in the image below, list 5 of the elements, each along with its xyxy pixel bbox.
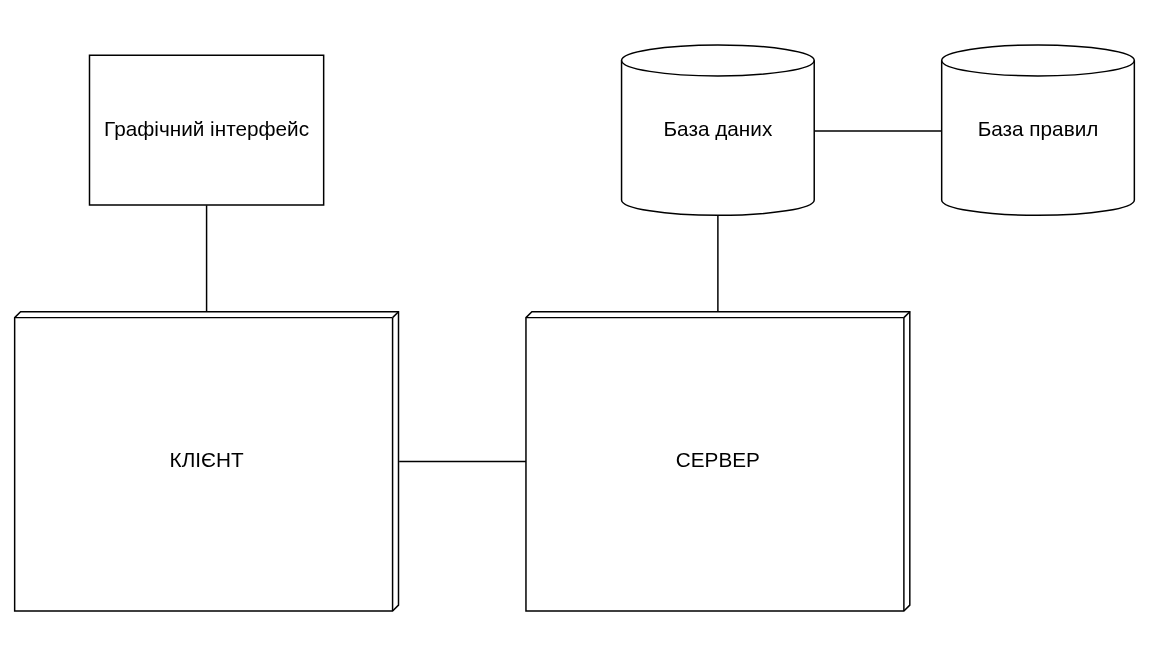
connector (205, 204, 208, 313)
connector (813, 130, 942, 132)
connector (717, 214, 719, 313)
connector (398, 460, 527, 463)
node-box: Графічний інтерфейс (88, 54, 325, 206)
